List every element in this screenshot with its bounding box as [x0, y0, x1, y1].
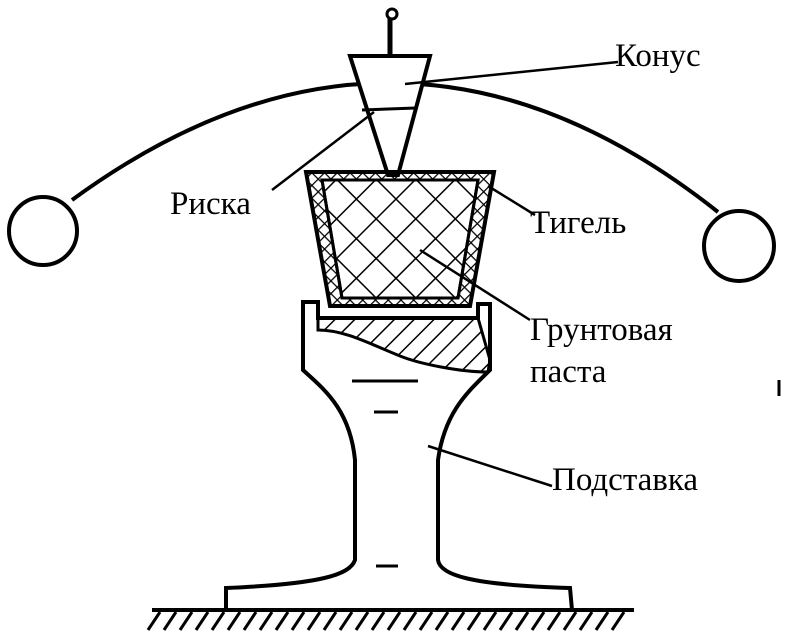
leader-crucible — [487, 184, 536, 217]
ground-hatch-tick — [498, 611, 514, 631]
ground-hatch-tick — [322, 611, 338, 631]
label-stand: Подставка — [552, 462, 698, 498]
leader-cone — [404, 60, 619, 86]
label-cone: Конус — [615, 38, 701, 74]
leader-mark — [271, 111, 375, 191]
ground-hatch-tick — [594, 611, 610, 631]
ground-hatch-tick — [274, 611, 290, 631]
ground-hatch-tick — [402, 611, 418, 631]
ground-hatch-tick — [306, 611, 322, 631]
ground-hatch-tick — [530, 611, 546, 631]
ground-hatch-tick — [482, 611, 498, 631]
ground-hatch-tick — [450, 611, 466, 631]
cone — [347, 54, 433, 177]
ground-hatch-tick — [418, 611, 434, 631]
ground-hatch-tick — [546, 611, 562, 631]
stand — [224, 300, 575, 612]
leader-paste — [419, 248, 531, 322]
ground-hatch-tick — [210, 611, 226, 631]
ground-hatch-tick — [258, 611, 274, 631]
ground-hatch-tick — [242, 611, 258, 631]
ground-hatch-tick — [338, 611, 354, 631]
crucible — [303, 170, 497, 308]
label-crucible: Тигель — [530, 205, 626, 241]
ground-hatch-tick — [466, 611, 482, 631]
ground-hatch-tick — [386, 611, 402, 631]
ground-hatch-tick — [226, 611, 242, 631]
ground-hatch-tick — [562, 611, 578, 631]
right-counterweight — [702, 209, 776, 283]
ground-hatch-tick — [354, 611, 370, 631]
ground-hatch-tick — [194, 611, 210, 631]
ground-hatch-tick — [434, 611, 450, 631]
ground-hatch-tick — [578, 611, 594, 631]
label-paste-line2: паста — [530, 354, 607, 390]
cone-rod — [355, 7, 428, 58]
ground-hatch-tick — [610, 611, 626, 631]
ground-hatch-tick — [514, 611, 530, 631]
ground-hatch-tick — [290, 611, 306, 631]
ground-hatch-tick — [178, 611, 194, 631]
ground-hatch-tick — [146, 611, 162, 631]
leader-stand — [427, 444, 553, 488]
left-counterweight — [7, 195, 79, 267]
label-paste-line1: Грунтовая — [530, 312, 673, 348]
ground-hatch-tick — [370, 611, 386, 631]
ground-hatch-tick — [162, 611, 178, 631]
label-mark: Риска — [170, 186, 251, 222]
ground — [146, 608, 634, 631]
stand-top-plate — [316, 316, 492, 374]
